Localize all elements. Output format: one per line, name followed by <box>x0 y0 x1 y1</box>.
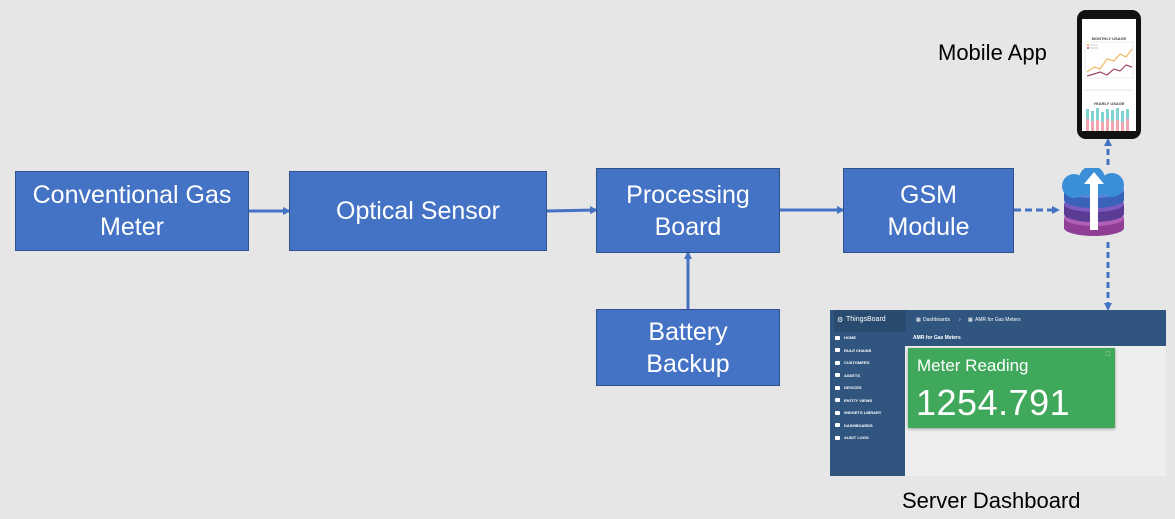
nav-item-audit-logs[interactable]: AUDIT LOGS <box>835 435 869 440</box>
caption-server-dashboard: Server Dashboard <box>902 488 1081 513</box>
arrow-sensor-to-board <box>546 206 598 215</box>
widget-value: 1254.791 <box>916 382 1071 423</box>
assets-icon <box>835 373 840 378</box>
dashboard-logo: ⚙ ThingsBoard <box>834 310 906 332</box>
widget-title: Meter Reading <box>917 356 1029 375</box>
nav-item-widgets-library[interactable]: WIDGETS LIBRARY <box>835 410 881 415</box>
dashboard-brand: ThingsBoard <box>846 316 886 323</box>
dashboard-sidebar: HOME RULE CHAINS CUSTOMERS ASSETS DEVICE… <box>830 332 905 476</box>
nav-item-devices[interactable]: DEVICES <box>835 385 862 390</box>
thingsboard-logo-icon: ⚙ <box>837 317 844 324</box>
server-dashboard-screenshot: ⚙ ThingsBoard ▦ Dashboards › ▦ AMR for G… <box>830 310 1166 476</box>
dashboard-subheader: AMR for Gas Meters <box>905 332 1166 346</box>
nav-item-customers[interactable]: CUSTOMERS <box>835 360 869 365</box>
nav-item-dashboards[interactable]: DASHBOARDS <box>835 423 873 428</box>
nav-item-home[interactable]: HOME <box>835 335 856 340</box>
dashboard-subheader-title: AMR for Gas Meters <box>913 335 961 341</box>
nav-item-entity-views[interactable]: ENTITY VIEWS <box>835 398 872 403</box>
phone-yearly-title: YEARLY USAGE <box>1093 101 1125 106</box>
block-gas-meter: Conventional Gas Meter <box>15 171 249 251</box>
expand-icon[interactable]: ⛶ <box>1105 352 1110 358</box>
block-gsm-module: GSM Module <box>843 168 1014 253</box>
phone-screen: MONTHLY USAGE YEARLY USAGE <box>1082 19 1136 131</box>
block-optical-sensor: Optical Sensor <box>289 171 547 251</box>
code-icon <box>835 348 840 353</box>
nav-item-rule-chains[interactable]: RULE CHAINS <box>835 348 871 353</box>
breadcrumb-dashboards[interactable]: Dashboards <box>923 317 950 323</box>
mobile-phone-image: MONTHLY USAGE YEARLY USAGE <box>1077 10 1141 139</box>
caption-mobile-app: Mobile App <box>938 40 1047 65</box>
cloud-database-icon <box>1062 168 1124 236</box>
people-icon <box>835 360 840 365</box>
dashboard-icon <box>835 423 840 428</box>
audit-icon <box>835 435 840 440</box>
view-icon <box>835 398 840 403</box>
breadcrumb-separator: › <box>959 317 961 323</box>
breadcrumb-amr[interactable]: AMR for Gas Meters <box>975 317 1021 323</box>
block-processing-board: Processing Board <box>596 168 780 253</box>
meter-reading-widget[interactable]: ⛶ Meter Reading 1254.791 <box>908 348 1115 428</box>
phone-charts <box>1084 41 1134 131</box>
grid-icon: ▦ <box>968 317 973 323</box>
home-icon <box>835 335 840 340</box>
block-battery-backup: Battery Backup <box>596 309 780 386</box>
dashboard-top-bar: ⚙ ThingsBoard ▦ Dashboards › ▦ AMR for G… <box>830 310 1166 332</box>
phone-monthly-title: MONTHLY USAGE <box>1091 36 1127 41</box>
grid-icon: ▦ <box>916 317 921 323</box>
devices-icon <box>835 385 840 390</box>
widgets-icon <box>835 410 840 415</box>
nav-item-assets[interactable]: ASSETS <box>835 373 860 378</box>
